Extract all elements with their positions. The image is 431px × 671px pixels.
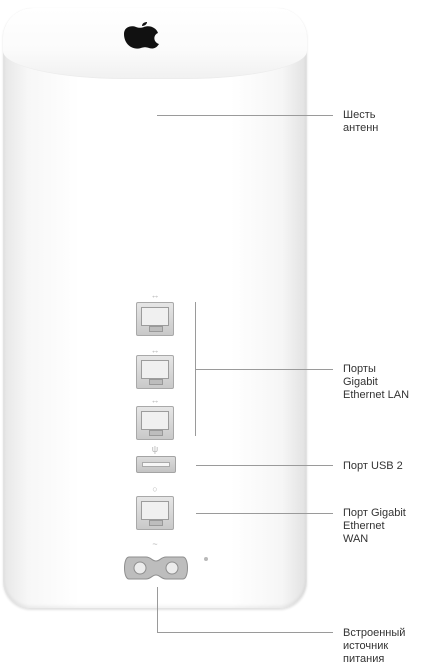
callout-antennas: Шесть антенн xyxy=(343,109,379,134)
power-leader-vertical xyxy=(157,587,158,633)
status-light-icon xyxy=(204,557,208,561)
power-symbol-icon: ~ xyxy=(152,539,158,549)
wan-symbol-icon: ○ xyxy=(152,484,158,494)
ethernet-symbol-icon: ↔ xyxy=(150,290,160,300)
lan-port-3 xyxy=(136,406,174,440)
callout-lan-ports: Порты Gigabit Ethernet LAN xyxy=(343,363,410,401)
wan-leader-line xyxy=(196,513,333,514)
callout-usb-port: Порт USB 2 xyxy=(343,460,403,472)
callout-power: Встроенный источник питания xyxy=(343,627,406,665)
usb-leader-line xyxy=(196,465,333,466)
usb-port xyxy=(136,456,176,473)
antennas-leader-line xyxy=(157,115,333,116)
power-leader-horizontal xyxy=(157,632,333,633)
ethernet-symbol-icon: ↔ xyxy=(150,395,160,405)
apple-logo-icon xyxy=(124,22,159,49)
lan-port-2 xyxy=(136,355,174,389)
lan-leader-line xyxy=(195,369,333,370)
lan-port-1 xyxy=(136,302,174,336)
usb-symbol-icon: ψ xyxy=(151,444,159,454)
power-socket-icon xyxy=(124,556,188,580)
wan-port xyxy=(136,496,174,530)
callout-wan-port: Порт Gigabit Ethernet WAN xyxy=(343,507,406,545)
ethernet-symbol-icon: ↔ xyxy=(150,345,160,355)
